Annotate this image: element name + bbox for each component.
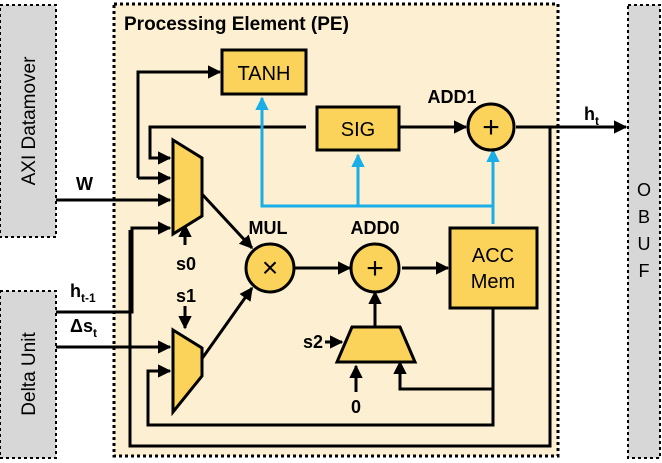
acc-mem-block <box>448 226 539 310</box>
add1-symbol: + <box>482 111 500 144</box>
sig-block <box>315 105 401 152</box>
add0-label: ADD0 <box>350 218 399 238</box>
obuf-letter: U <box>638 234 651 254</box>
delta-unit-label: Delta Unit <box>19 332 40 416</box>
input-mux-bottom <box>171 327 204 417</box>
s0-label: s0 <box>176 254 196 274</box>
ht-output-label: ht <box>584 104 599 128</box>
mul-label: MUL <box>249 218 288 238</box>
zero-label: 0 <box>351 397 361 417</box>
acc-label-line1: ACC <box>472 245 514 267</box>
add0-adder <box>349 242 401 294</box>
sig-label: SIG <box>341 119 375 141</box>
delta-s-sub: t <box>93 326 97 340</box>
acc-label-line2: Mem <box>471 271 515 293</box>
add1-adder <box>466 102 516 152</box>
wires <box>56 65 628 448</box>
delta-unit-block <box>0 290 57 459</box>
ht-sub: t <box>595 114 599 128</box>
delta-s-base: Δs <box>70 316 93 336</box>
h-prev-base: h <box>70 281 81 301</box>
ht-base: h <box>584 104 595 124</box>
axi-datamover-label: AXI Datamover <box>19 56 40 185</box>
axi-datamover-block <box>0 4 57 238</box>
h-prev-sub: t-1 <box>81 291 96 305</box>
s2-label: s2 <box>303 332 323 352</box>
tanh-block <box>220 48 308 96</box>
delta-s-label: Δst <box>70 316 97 340</box>
obuf-block <box>627 4 661 459</box>
tanh-label: TANH <box>238 63 291 85</box>
obuf-letter: F <box>639 261 650 281</box>
s1-label: s1 <box>176 286 196 306</box>
mul-multiplier <box>244 242 296 294</box>
w-label: W <box>76 174 93 194</box>
pe-title: Processing Element (PE) <box>124 14 349 35</box>
obuf-letter: B <box>638 207 650 227</box>
add0-symbol: + <box>366 252 384 285</box>
add0-mux <box>334 325 418 364</box>
input-mux-top <box>171 137 204 237</box>
add1-label: ADD1 <box>427 87 476 107</box>
h-prev-label: ht-1 <box>70 281 96 305</box>
obuf-letter: O <box>637 180 651 200</box>
mul-symbol: × <box>262 252 278 283</box>
feedback-wires <box>255 96 500 224</box>
